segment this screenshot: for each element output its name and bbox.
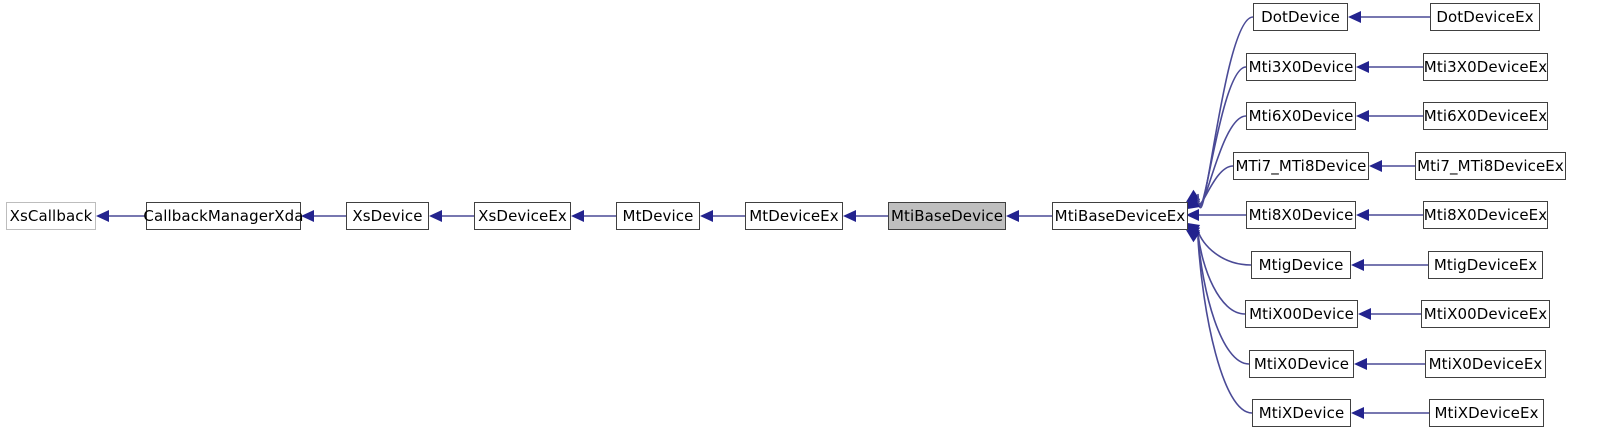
class-node-MtDevice[interactable]: MtDevice bbox=[616, 202, 700, 230]
class-node-label: DotDevice bbox=[1261, 7, 1340, 26]
class-node-MtigDevice[interactable]: MtigDevice bbox=[1251, 251, 1351, 279]
class-node-label: MtiX00DeviceEx bbox=[1423, 304, 1548, 323]
edge-MtigDevice-to-MtiBaseDeviceEx-arrowhead bbox=[1186, 222, 1201, 235]
edge-MtDevice-to-XsDeviceEx-arrowhead bbox=[571, 210, 584, 222]
class-node-label: MtiXDevice bbox=[1258, 403, 1345, 422]
class-node-label: MtDeviceEx bbox=[749, 206, 839, 225]
edge-MtiX00Device-to-MtiBaseDeviceEx-line bbox=[1197, 233, 1246, 315]
edge-XsDevice-to-CallbackManagerXda-arrowhead bbox=[301, 210, 314, 222]
edge-MtiBaseDeviceEx-to-MtiBaseDevice-arrowhead bbox=[1006, 210, 1019, 222]
class-node-XsCallback[interactable]: XsCallback bbox=[6, 202, 96, 230]
class-node-Mti6X0Device[interactable]: Mti6X0Device bbox=[1246, 102, 1356, 130]
edge-MtiXDeviceEx-to-MtiXDevice-arrowhead bbox=[1351, 407, 1364, 419]
class-node-MtiX0Device[interactable]: MtiX0Device bbox=[1249, 350, 1354, 378]
class-node-label: MtiBaseDeviceEx bbox=[1054, 206, 1186, 225]
edge-MtiXDevice-to-MtiBaseDeviceEx-arrowhead bbox=[1186, 230, 1201, 243]
edge-MtiBaseDevice-to-MtDeviceEx-arrowhead bbox=[843, 210, 856, 222]
edge-Mti6X0DeviceEx-to-Mti6X0Device-arrowhead bbox=[1356, 110, 1369, 122]
class-node-label: Mti3X0Device bbox=[1248, 57, 1354, 76]
edge-MTi7_MTi8Device-to-MtiBaseDeviceEx-line bbox=[1197, 165, 1234, 205]
edge-MtiX0Device-to-MtiBaseDeviceEx-arrowhead bbox=[1186, 228, 1201, 241]
edge-MtigDevice-to-MtiBaseDeviceEx-line bbox=[1197, 230, 1252, 266]
class-node-XsDevice[interactable]: XsDevice bbox=[346, 202, 429, 230]
class-node-label: MTi7_MTi8Device bbox=[1235, 156, 1367, 175]
class-node-Mti8X0Device[interactable]: Mti8X0Device bbox=[1246, 201, 1356, 229]
class-node-CallbackManagerXda[interactable]: CallbackManagerXda bbox=[143, 202, 304, 230]
class-node-label: Mti8X0DeviceEx bbox=[1423, 205, 1548, 224]
class-node-label: XsCallback bbox=[9, 206, 93, 225]
class-node-label: MtiBaseDevice bbox=[890, 206, 1004, 225]
edge-MtiX0Device-to-MtiBaseDeviceEx-line bbox=[1197, 236, 1250, 365]
class-node-MtiBaseDevice[interactable]: MtiBaseDevice bbox=[888, 202, 1006, 230]
class-node-label: XsDeviceEx bbox=[478, 206, 567, 225]
class-node-label: CallbackManagerXda bbox=[143, 206, 304, 225]
class-node-label: Mti6X0Device bbox=[1248, 106, 1354, 125]
edge-MTi7_MTi8Device-to-MtiBaseDeviceEx-arrowhead bbox=[1186, 197, 1201, 210]
class-node-MtiXDevice[interactable]: MtiXDevice bbox=[1252, 399, 1351, 427]
class-node-label: MtiX0DeviceEx bbox=[1428, 354, 1543, 373]
class-node-Mti6X0DeviceEx[interactable]: Mti6X0DeviceEx bbox=[1423, 102, 1548, 130]
class-node-label: MtDevice bbox=[622, 206, 694, 225]
class-node-XsDeviceEx[interactable]: XsDeviceEx bbox=[474, 202, 571, 230]
edge-MtigDeviceEx-to-MtigDevice-arrowhead bbox=[1351, 259, 1364, 271]
class-node-label: MtiXDeviceEx bbox=[1434, 403, 1539, 422]
edge-Mti6X0Device-to-MtiBaseDeviceEx-arrowhead bbox=[1186, 194, 1201, 207]
edge-MtiX00DeviceEx-to-MtiX00Device-arrowhead bbox=[1358, 308, 1371, 320]
class-node-Mti7_MTi8DeviceEx[interactable]: Mti7_MTi8DeviceEx bbox=[1415, 152, 1566, 180]
class-node-MtDeviceEx[interactable]: MtDeviceEx bbox=[745, 202, 843, 230]
edge-MtDeviceEx-to-MtDevice-arrowhead bbox=[700, 210, 713, 222]
class-node-MtiXDeviceEx[interactable]: MtiXDeviceEx bbox=[1429, 399, 1544, 427]
class-node-DotDeviceEx[interactable]: DotDeviceEx bbox=[1430, 3, 1540, 31]
class-node-label: Mti6X0DeviceEx bbox=[1423, 106, 1548, 125]
edge-MtiX0DeviceEx-to-MtiX0Device-arrowhead bbox=[1354, 358, 1367, 370]
edge-CallbackManagerXda-to-XsCallback-arrowhead bbox=[96, 210, 109, 222]
class-node-label: MtigDevice bbox=[1258, 255, 1344, 274]
class-node-MtigDeviceEx[interactable]: MtigDeviceEx bbox=[1428, 251, 1543, 279]
class-node-Mti8X0DeviceEx[interactable]: Mti8X0DeviceEx bbox=[1423, 201, 1548, 229]
edge-Mti8X0DeviceEx-to-Mti8X0Device-arrowhead bbox=[1356, 209, 1369, 221]
edge-MtiXDevice-to-MtiBaseDeviceEx-line bbox=[1197, 238, 1253, 414]
class-node-label: DotDeviceEx bbox=[1436, 7, 1534, 26]
class-node-label: MtigDeviceEx bbox=[1433, 255, 1538, 274]
class-node-MtiX00DeviceEx[interactable]: MtiX00DeviceEx bbox=[1421, 300, 1550, 328]
edge-Mti3X0DeviceEx-to-Mti3X0Device-arrowhead bbox=[1356, 61, 1369, 73]
edge-Mti3X0Device-to-MtiBaseDeviceEx-arrowhead bbox=[1186, 191, 1201, 204]
edge-Mti7_MTi8DeviceEx-to-MTi7_MTi8Device-arrowhead bbox=[1369, 160, 1382, 172]
class-node-label: XsDevice bbox=[352, 206, 423, 225]
class-node-MTi7_MTi8Device[interactable]: MTi7_MTi8Device bbox=[1233, 152, 1369, 180]
edge-DotDeviceEx-to-DotDevice-arrowhead bbox=[1348, 11, 1361, 23]
class-node-label: MtiX00Device bbox=[1249, 304, 1354, 323]
edge-MtiX00Device-to-MtiBaseDeviceEx-arrowhead bbox=[1186, 225, 1201, 238]
class-node-Mti3X0DeviceEx[interactable]: Mti3X0DeviceEx bbox=[1423, 53, 1548, 81]
class-node-label: Mti7_MTi8DeviceEx bbox=[1417, 156, 1564, 175]
class-node-label: Mti8X0Device bbox=[1248, 205, 1354, 224]
class-node-label: Mti3X0DeviceEx bbox=[1423, 57, 1548, 76]
class-node-DotDevice[interactable]: DotDevice bbox=[1253, 3, 1348, 31]
class-node-MtiX00Device[interactable]: MtiX00Device bbox=[1245, 300, 1358, 328]
class-node-MtiX0DeviceEx[interactable]: MtiX0DeviceEx bbox=[1425, 350, 1546, 378]
edge-XsDeviceEx-to-XsDevice-arrowhead bbox=[429, 210, 442, 222]
edge-DotDevice-to-MtiBaseDeviceEx-arrowhead bbox=[1186, 189, 1201, 202]
class-node-MtiBaseDeviceEx[interactable]: MtiBaseDeviceEx bbox=[1052, 202, 1188, 230]
class-node-Mti3X0Device[interactable]: Mti3X0Device bbox=[1246, 53, 1356, 81]
class-node-label: MtiX0Device bbox=[1253, 354, 1350, 373]
edge-Mti3X0Device-to-MtiBaseDeviceEx-line bbox=[1197, 66, 1247, 207]
